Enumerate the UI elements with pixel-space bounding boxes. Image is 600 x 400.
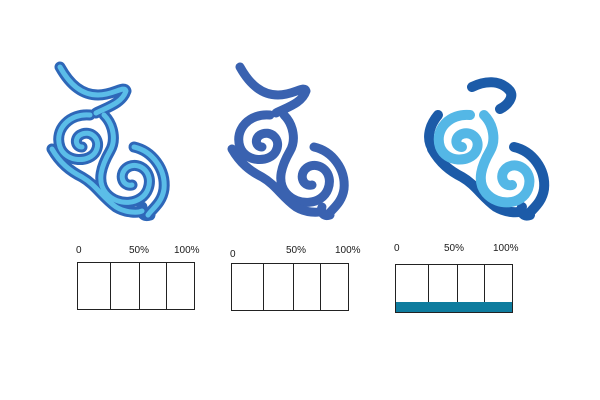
gauge-label-end: 100% [335, 245, 361, 256]
gauge-label-end: 100% [493, 243, 519, 254]
gauge-divider [320, 264, 321, 310]
gauge-label-end: 100% [174, 245, 200, 256]
swirl-logo-solid [227, 62, 349, 220]
gauge-divider [484, 265, 485, 312]
gauge-divider [110, 263, 111, 309]
swirl-logo-inner-stroke [49, 64, 167, 218]
progress-gauge-2: 0 50% 100% [230, 245, 361, 314]
gauge-divider [428, 265, 429, 312]
gauge-divider [457, 265, 458, 312]
progress-gauge-3: 0 50% 100% [394, 244, 524, 314]
gauge-divider [166, 263, 167, 309]
gauge-label-mid: 50% [129, 245, 150, 256]
gauge-label-start: 0 [76, 245, 82, 256]
progress-gauge-1: 0 50% 100% [76, 245, 200, 312]
gauge-label-start: 0 [230, 249, 236, 260]
gauge-box [77, 262, 195, 310]
gauge-box [231, 263, 349, 311]
gauge-label-mid: 50% [286, 245, 307, 256]
swirl-logo-outlined [46, 61, 170, 221]
gauge-divider [263, 264, 264, 310]
gauge-box [395, 264, 513, 313]
gauge-label-start: 0 [394, 243, 400, 254]
gauge-divider [139, 263, 140, 309]
gauge-divider [293, 264, 294, 310]
gauge-fill-bar [396, 302, 512, 312]
gauge-label-mid: 50% [444, 243, 465, 254]
swirl-logo-solid-stroke [227, 62, 349, 220]
swirl-logo-two-tone [424, 77, 550, 221]
swirl-logo-light-stroke [433, 109, 535, 208]
